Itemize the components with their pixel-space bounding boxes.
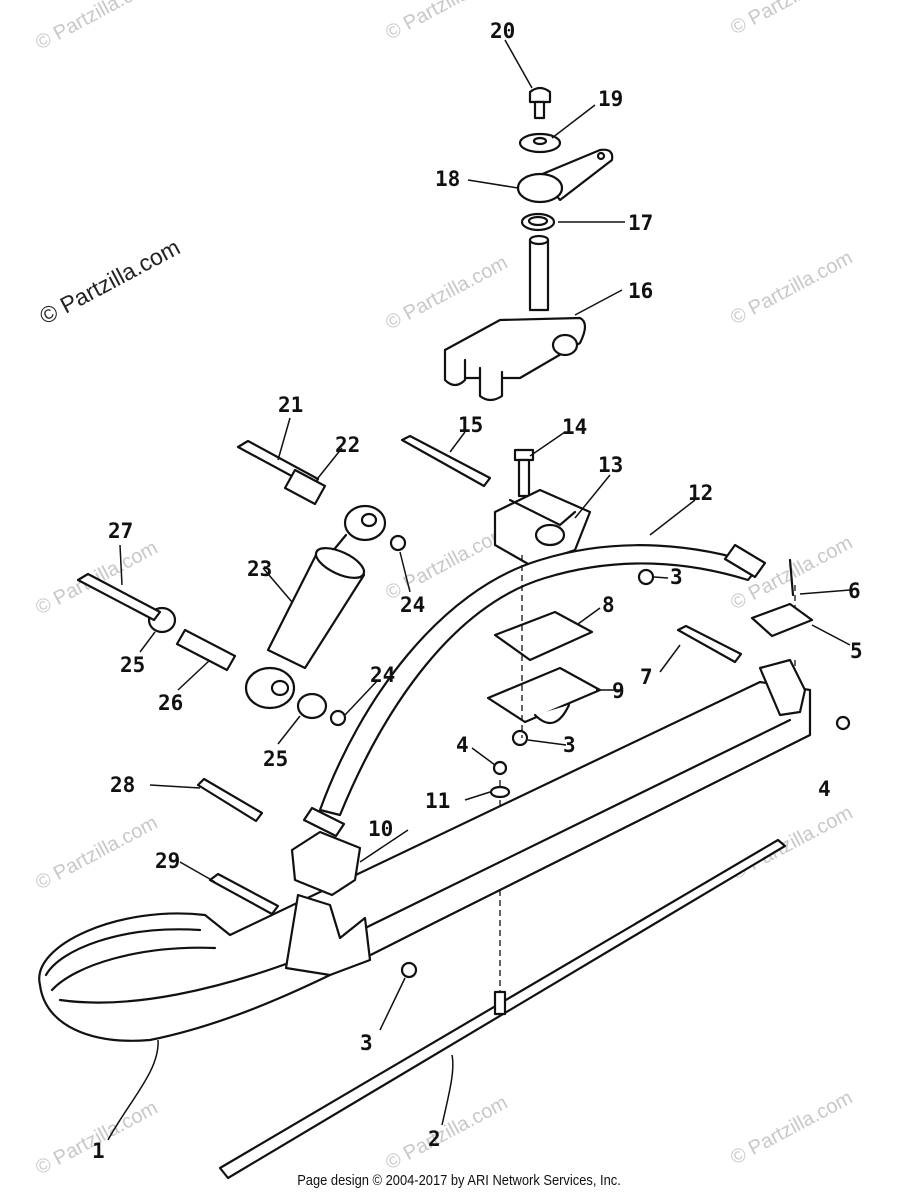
- watermark: © Partzilla.com: [727, 0, 856, 39]
- callout-21: 21: [278, 393, 303, 417]
- callout-8: 8: [602, 593, 615, 617]
- watermark: © Partzilla.com: [32, 0, 161, 54]
- bolt-20: [528, 86, 552, 104]
- bolt-14-head: [513, 448, 535, 462]
- callout-3: 3: [670, 565, 683, 589]
- shock-lower-eye: [244, 666, 296, 710]
- callout-28: 28: [110, 773, 135, 797]
- callout-1: 1: [92, 1139, 105, 1163]
- callout-27: 27: [108, 519, 133, 543]
- spindle-16-boss: [551, 333, 579, 357]
- callout-4: 4: [456, 733, 469, 757]
- watermark: © Partzilla.com: [727, 247, 856, 330]
- callout-24: 24: [400, 593, 425, 617]
- nut-24-upper: [389, 534, 407, 552]
- callout-16: 16: [628, 279, 653, 303]
- callout-6: 6: [848, 579, 861, 603]
- shock-lower-eye-hole: [270, 679, 290, 697]
- bracket-13-boss: [534, 523, 566, 547]
- watermark: © Partzilla.com: [32, 812, 161, 895]
- callout-25: 25: [263, 747, 288, 771]
- callout-23: 23: [247, 557, 272, 581]
- callout-20: 20: [490, 19, 515, 43]
- page-footer-copyright: Page design © 2004-2017 by ARI Network S…: [297, 1172, 621, 1189]
- spring-assembly: [302, 434, 851, 1000]
- ski-1-tip-inner: [50, 946, 217, 992]
- saddle-10: [290, 830, 362, 897]
- nut-3-middle: [511, 729, 529, 747]
- plate-8: [493, 610, 594, 662]
- nut-3-bottom: [400, 961, 418, 979]
- callout-10: 10: [368, 817, 393, 841]
- spindle-16-top: [528, 234, 550, 246]
- bracket-13-edge: [508, 498, 577, 527]
- callout-18: 18: [435, 167, 460, 191]
- watermark: © Partzilla.com: [382, 252, 511, 335]
- bolt-20-shank: [533, 100, 546, 120]
- watermark: © Partzilla.com: [727, 1087, 856, 1170]
- bolt-27: [76, 572, 162, 622]
- spindle-assembly: [443, 86, 614, 402]
- ring-17-hole: [527, 215, 549, 227]
- callout-3: 3: [563, 733, 576, 757]
- callout-3: 3: [360, 1031, 373, 1055]
- runner-2-stud: [493, 990, 507, 1016]
- steering-arm-hole: [596, 151, 606, 161]
- shock-body-top: [314, 547, 366, 579]
- steering-arm-hub: [516, 172, 564, 204]
- nut-3-top: [637, 568, 655, 586]
- callout-15: 15: [458, 413, 483, 437]
- bolt-14-shank: [517, 458, 531, 498]
- callout-26: 26: [158, 691, 183, 715]
- ski-assembly: [38, 658, 812, 1180]
- pin-6: [788, 558, 795, 597]
- bolt-29: [208, 872, 280, 916]
- ski-1-tip-loop: [44, 928, 202, 977]
- spindle-16-leg-right: [478, 366, 504, 402]
- leaf-spring-12-end: [302, 806, 346, 838]
- spindle-16-leg-left: [443, 348, 467, 387]
- bolt-15: [400, 434, 492, 488]
- callout-22: 22: [335, 433, 360, 457]
- washer-19-hole: [532, 136, 548, 146]
- callout-2: 2: [428, 1127, 441, 1151]
- callout-4: 4: [818, 777, 831, 801]
- callout-labels: 20 19 18 17 16 21 22 23 24 27 25 26 25 2…: [92, 19, 863, 1163]
- callout-25: 25: [120, 653, 145, 677]
- callout-11: 11: [425, 789, 450, 813]
- callout-12: 12: [688, 481, 713, 505]
- spindle-16-shaft: [528, 238, 550, 312]
- callout-5: 5: [850, 639, 863, 663]
- callout-7: 7: [640, 665, 653, 689]
- ski-front-bracket: [284, 893, 372, 977]
- callout-17: 17: [628, 211, 653, 235]
- bolt-7: [676, 624, 743, 664]
- shock-assembly: [76, 439, 407, 727]
- bushing-25-right: [296, 692, 328, 720]
- nut-24-lower: [329, 709, 347, 727]
- washer-11: [489, 785, 511, 799]
- pin-28: [196, 777, 264, 823]
- callout-19: 19: [598, 87, 623, 111]
- plate-9-clip: [533, 703, 571, 725]
- watermark-prominent: © Partzilla.com: [35, 234, 184, 330]
- spindle-16-bracket: [443, 316, 587, 380]
- callout-14: 14: [562, 415, 587, 439]
- nut-4-left: [492, 760, 508, 776]
- shock-upper-eye-hole: [360, 512, 378, 528]
- watermark: © Partzilla.com: [727, 802, 856, 885]
- callout-24: 24: [370, 663, 395, 687]
- spacer-22: [283, 468, 327, 506]
- nut-4-right: [835, 715, 851, 731]
- callout-9: 9: [612, 679, 625, 703]
- callout-13: 13: [598, 453, 623, 477]
- clip-5: [750, 602, 814, 638]
- sleeve-26: [175, 628, 237, 672]
- leaf-spring-12-tip: [723, 543, 767, 579]
- callout-29: 29: [155, 849, 180, 873]
- leader-lines: [107, 39, 851, 1141]
- ski-rear-bracket: [758, 658, 807, 717]
